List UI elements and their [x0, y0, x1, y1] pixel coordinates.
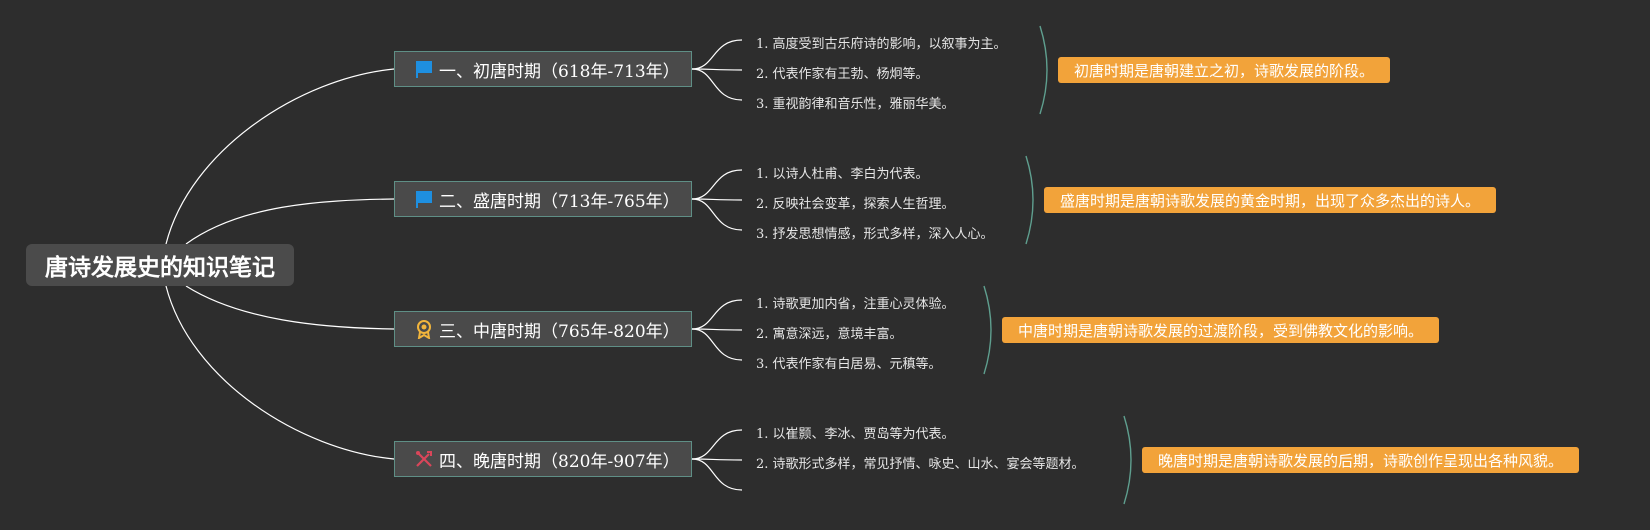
leaf-item[interactable]: 1. 高度受到古乐府诗的影响，以叙事为主。 [756, 37, 1007, 52]
leaf-connector [691, 169, 743, 200]
crossed-tools-icon [413, 448, 435, 470]
summary-callout[interactable]: 中唐时期是唐朝诗歌发展的过渡阶段，受到佛教文化的影响。 [1002, 317, 1440, 343]
branch-topic-early-tang[interactable]: 一、初唐时期（618年-713年） [394, 51, 692, 87]
summary-callout[interactable]: 初唐时期是唐朝建立之初，诗歌发展的阶段。 [1058, 57, 1391, 83]
branch-topic-late-tang[interactable]: 四、晚唐时期（820年-907年） [394, 441, 692, 477]
award-ribbon-icon [413, 318, 435, 340]
summary-brace [1025, 155, 1034, 245]
summary-text: 初唐时期是唐朝建立之初，诗歌发展的阶段。 [1074, 61, 1375, 80]
branch-label: 一、初唐时期（618年-713年） [439, 61, 680, 82]
summary-text: 中唐时期是唐朝诗歌发展的过渡阶段，受到佛教文化的影响。 [1018, 321, 1424, 340]
leaf-item[interactable]: 2. 反映社会变革，探索人生哲理。 [756, 197, 955, 212]
summary-brace [1123, 415, 1132, 505]
leaf-item[interactable]: 1. 诗歌更加内省，注重心灵体验。 [756, 297, 955, 312]
leaf-item[interactable]: 1. 以诗人杜甫、李白为代表。 [756, 167, 929, 182]
blue-flag-icon [413, 188, 435, 210]
leaf-item[interactable]: 1. 以崔颢、李冰、贾岛等为代表。 [756, 427, 955, 442]
summary-text: 晚唐时期是唐朝诗歌发展的后期，诗歌创作呈现出各种风貌。 [1158, 451, 1564, 470]
leaf-item[interactable]: 2. 诗歌形式多样，常见抒情、咏史、山水、宴会等题材。 [756, 457, 1085, 472]
root-topic[interactable]: 唐诗发展史的知识笔记 [26, 244, 294, 286]
branch-label: 三、中唐时期（765年-820年） [439, 321, 680, 342]
leaf-item[interactable]: 2. 寓意深远，意境丰富。 [756, 327, 903, 342]
summary-brace [983, 285, 992, 375]
blue-flag-icon [413, 58, 435, 80]
root-connector [185, 285, 395, 330]
leaf-item[interactable]: 3. 代表作家有白居易、元稹等。 [756, 357, 942, 372]
root-connector [185, 198, 395, 245]
branch-topic-mid-tang[interactable]: 三、中唐时期（765年-820年） [394, 311, 692, 347]
leaf-connector [691, 299, 743, 330]
leaf-connector [691, 458, 743, 491]
root-topic-label: 唐诗发展史的知识笔记 [45, 255, 275, 281]
leaf-connector [691, 68, 743, 101]
summary-text: 盛唐时期是唐朝诗歌发展的黄金时期，出现了众多杰出的诗人。 [1060, 191, 1481, 210]
summary-callout[interactable]: 盛唐时期是唐朝诗歌发展的黄金时期，出现了众多杰出的诗人。 [1044, 187, 1497, 213]
summary-brace [1039, 25, 1048, 115]
summary-callout[interactable]: 晚唐时期是唐朝诗歌发展的后期，诗歌创作呈现出各种风貌。 [1142, 447, 1580, 473]
leaf-item[interactable]: 3. 抒发思想情感，形式多样，深入人心。 [756, 227, 994, 242]
leaf-connector [691, 429, 743, 460]
root-connector [165, 285, 395, 460]
leaf-item[interactable]: 3. 重视韵律和音乐性，雅丽华美。 [756, 97, 955, 112]
branch-topic-high-tang[interactable]: 二、盛唐时期（713年-765年） [394, 181, 692, 217]
branch-label: 四、晚唐时期（820年-907年） [439, 451, 680, 472]
leaf-connector [691, 198, 743, 231]
branch-label: 二、盛唐时期（713年-765年） [439, 191, 680, 212]
root-connector [165, 68, 395, 245]
leaf-connector [691, 328, 743, 361]
leaf-connector [691, 39, 743, 70]
leaf-item[interactable]: 2. 代表作家有王勃、杨炯等。 [756, 67, 929, 82]
